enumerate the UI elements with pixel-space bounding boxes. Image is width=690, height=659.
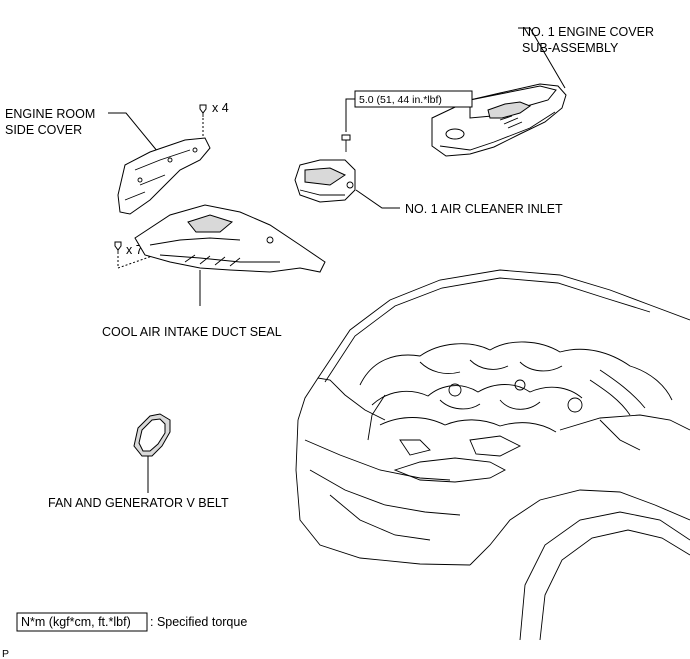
engine-cover-label-line2: SUB-ASSEMBLY [522, 41, 619, 55]
air-cleaner-inlet-label: NO. 1 AIR CLEANER INLET [405, 202, 563, 216]
torque-legend-box [16, 612, 148, 632]
side-cover-clip-qty: x 4 [212, 101, 229, 115]
duct-seal-label: COOL AIR INTAKE DUCT SEAL [102, 325, 282, 339]
torque-legend-unit: N*m (kgf*cm, ft.*lbf) [21, 615, 131, 629]
air-cleaner-bolt-icon [341, 134, 351, 152]
torque-legend-description: : Specified torque [150, 615, 247, 629]
torque-spec-value: 5.0 (51, 44 in.*lbf) [359, 94, 442, 106]
side-cover-leader [108, 112, 159, 153]
air-cleaner-inlet-part [294, 159, 356, 203]
duct-seal-clip-qty: x 7 [126, 243, 143, 257]
v-belt-part [133, 413, 171, 457]
figure-code: P [2, 648, 9, 659]
v-belt-label: FAN AND GENERATOR V BELT [48, 496, 229, 510]
engine-room-side-cover-part [117, 137, 211, 215]
side-cover-clip-icon [199, 104, 207, 117]
side-cover-label-line1: ENGINE ROOM [5, 107, 95, 121]
engine-cover-label-line1: NO. 1 ENGINE COVER [522, 25, 654, 39]
side-cover-label-line2: SIDE COVER [5, 123, 82, 137]
cool-air-intake-duct-seal-part [134, 204, 326, 273]
engine-cover-leader [518, 27, 566, 89]
torque-spec-leader [345, 98, 355, 132]
duct-seal-clip-icon [114, 241, 122, 254]
air-cleaner-inlet-leader [355, 189, 400, 209]
vehicle-engine-bay-illustration [295, 269, 690, 641]
engine-cover-part [431, 83, 567, 157]
